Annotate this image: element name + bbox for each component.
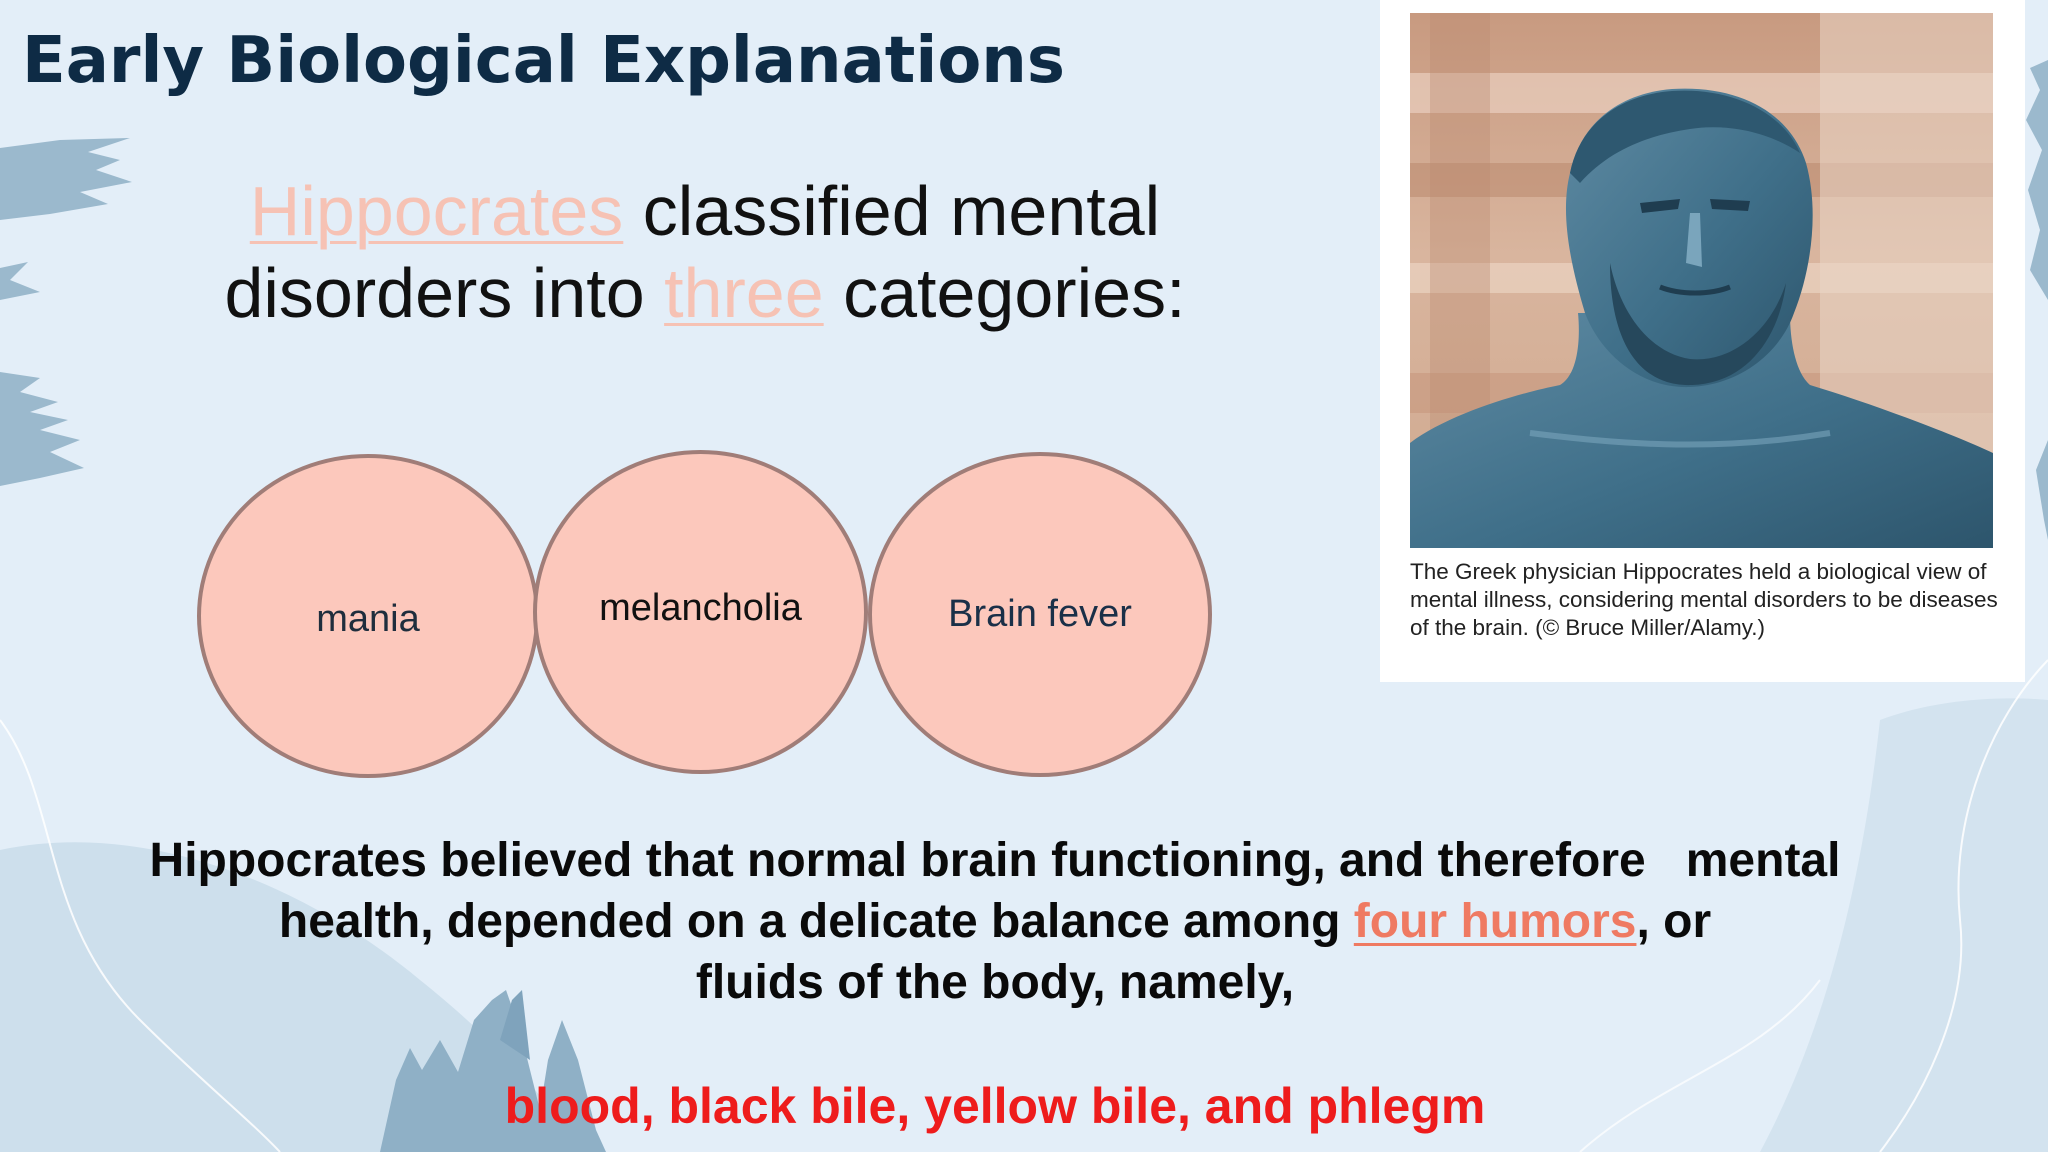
hippocrates-statue-image	[1410, 13, 1993, 548]
category-label-mania: mania	[316, 597, 420, 640]
humors-paragraph: Hippocrates believed that normal brain f…	[40, 830, 1950, 1013]
slide-title: Early Biological Explanations	[22, 24, 1065, 98]
paragraph-line-2-end: , or	[1636, 895, 1712, 948]
intro-text-1: classified mental	[642, 172, 1161, 250]
category-label-brain-fever: Brain fever	[948, 593, 1132, 635]
category-circle-mania: mania	[197, 454, 539, 778]
category-circle-melancholia: melancholia	[533, 450, 868, 774]
intro-text-2: disorders into	[224, 254, 645, 332]
humors-list: blood, black bile, yellow bile, and phle…	[504, 1078, 1486, 1134]
paragraph-line-1: Hippocrates believed that normal brain f…	[149, 834, 1841, 887]
intro-text: Hippocrates classified mental disorders …	[130, 170, 1280, 334]
paragraph-line-3: fluids of the body, namely,	[695, 956, 1295, 1009]
category-circle-brain-fever: Brain fever	[868, 452, 1212, 777]
four-humors-link[interactable]: four humors	[1353, 895, 1637, 948]
hippocrates-link[interactable]: Hippocrates	[249, 172, 624, 250]
intro-text-3: categories:	[843, 254, 1186, 332]
three-link[interactable]: three	[664, 254, 824, 332]
photo-caption: The Greek physician Hippocrates held a b…	[1410, 559, 1998, 640]
category-label-melancholia: melancholia	[599, 586, 802, 629]
paragraph-line-2-start: health, depended on a delicate balance a…	[278, 895, 1354, 948]
photo-card: The Greek physician Hippocrates held a b…	[1380, 0, 2025, 682]
